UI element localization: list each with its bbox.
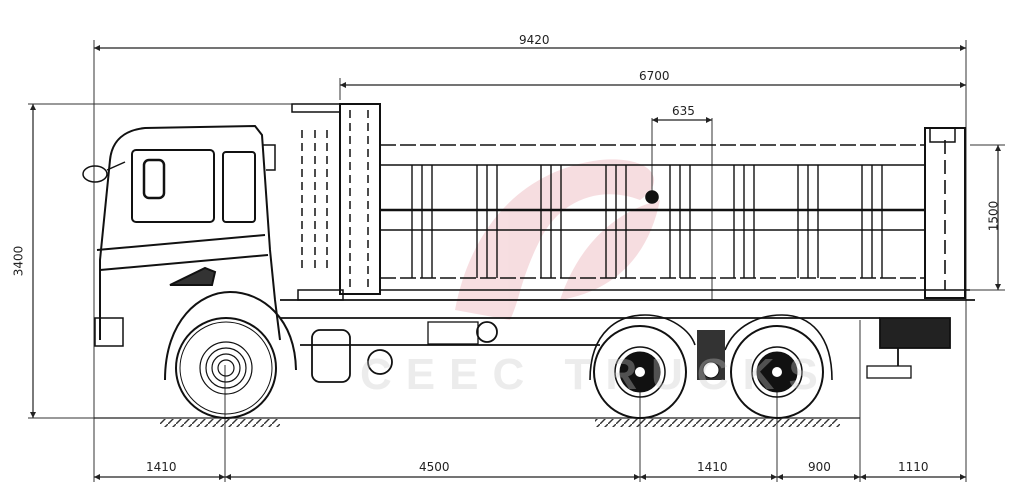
dim-wheelbase-2: 1410	[697, 460, 728, 474]
dim-body-offset: 635	[672, 104, 695, 118]
rear-wheels	[589, 314, 833, 419]
dim-body-length: 6700	[639, 69, 670, 83]
watermark-text: CEEC TRUCKS	[360, 350, 832, 399]
dim-overall-height: 3400	[11, 245, 26, 277]
front-wheel	[164, 290, 297, 419]
dim-front-overhang: 1410	[146, 460, 177, 474]
dim-rear-axle-to-body-end: 900	[808, 460, 831, 474]
chassis-frame	[280, 299, 975, 383]
dim-overall-length: 9420	[519, 33, 550, 47]
dump-body	[380, 127, 970, 299]
dim-rear-overhang: 1110	[898, 460, 929, 474]
truck-cab	[82, 124, 281, 347]
dim-wheelbase-1: 4500	[419, 460, 450, 474]
ground-line	[94, 417, 860, 427]
headboard	[291, 103, 381, 301]
dimension-lines	[30, 45, 1001, 480]
dim-body-side-height: 1500	[986, 200, 1001, 232]
watermark-logo	[455, 159, 660, 320]
